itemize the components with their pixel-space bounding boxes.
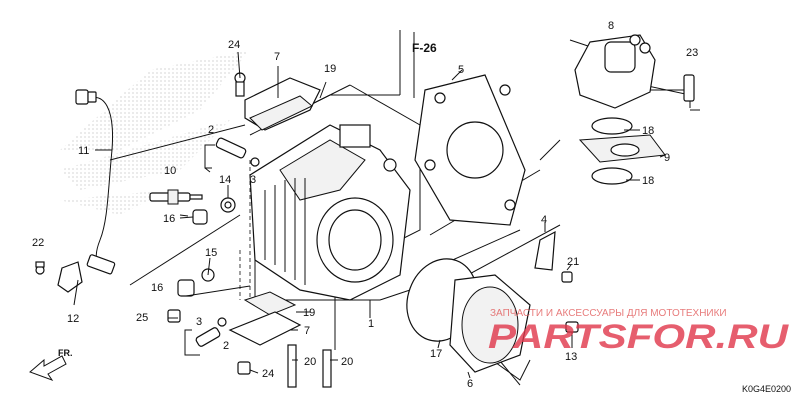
reference-label: F-26: [412, 41, 437, 55]
leader-lines: [73, 51, 666, 379]
callout-7: 7: [304, 325, 310, 337]
watermark-tagline: ЗАПЧАСТИ И АКСЕССУАРЫ ДЛЯ МОТОТЕХНИКИ: [490, 308, 727, 319]
studs-and-lower-gasket: [228, 291, 332, 388]
callout-5: 5: [458, 64, 464, 76]
callout-8: 8: [608, 20, 614, 32]
callout-20: 20: [304, 356, 316, 368]
diagram-code: K0G4E0200: [742, 384, 791, 394]
front-direction-arrow: FR.: [29, 348, 73, 381]
front-direction-label: FR.: [58, 348, 73, 358]
callout-20: 20: [341, 356, 353, 368]
spark-plug: [149, 189, 208, 225]
head-gasket: [414, 74, 526, 226]
bracket-and-bolts: [534, 230, 579, 345]
valve-parts: [167, 137, 260, 356]
callout-22: 22: [32, 237, 44, 249]
callout-16: 16: [163, 213, 175, 225]
callout-9: 9: [664, 152, 670, 164]
callout-24: 24: [228, 39, 240, 51]
callout-18: 18: [642, 125, 654, 137]
callout-23: 23: [686, 47, 698, 59]
callout-2: 2: [208, 124, 214, 136]
callout-24: 24: [262, 368, 274, 380]
head-cover-top: [234, 72, 321, 131]
callout-4: 4: [541, 214, 547, 226]
callout-3: 3: [196, 316, 202, 328]
callout-13: 13: [565, 351, 577, 363]
callout-12: 12: [67, 313, 79, 325]
callout-16: 16: [151, 282, 163, 294]
callout-labels: 1 2 2 3 3 4 5 6 7 7 8 9 10 11 12 13 14 1…: [32, 20, 698, 390]
intake-insulator: [574, 34, 695, 185]
callout-2: 2: [223, 340, 229, 352]
background-logo: [60, 50, 250, 215]
callout-6: 6: [467, 378, 473, 390]
callout-10: 10: [164, 165, 176, 177]
callout-15: 15: [205, 247, 217, 259]
watermark: ЗАПЧАСТИ И АКСЕССУАРЫ ДЛЯ МОТОТЕХНИКИ PA…: [488, 308, 790, 356]
callout-18: 18: [642, 175, 654, 187]
callout-17: 17: [430, 348, 442, 360]
callout-7: 7: [274, 51, 280, 63]
callout-25: 25: [136, 312, 148, 324]
callout-19: 19: [303, 307, 315, 319]
cylinder-head: [249, 124, 411, 301]
callout-19: 19: [324, 63, 336, 75]
callout-14: 14: [219, 174, 231, 186]
sensor-wire: [35, 89, 116, 293]
side-cover: [406, 258, 531, 373]
callout-11: 11: [78, 145, 89, 157]
callout-1: 1: [368, 318, 374, 330]
watermark-brand: PARTSFOR.RU: [488, 318, 790, 356]
callout-3: 3: [250, 174, 256, 186]
callout-21: 21: [567, 256, 579, 268]
